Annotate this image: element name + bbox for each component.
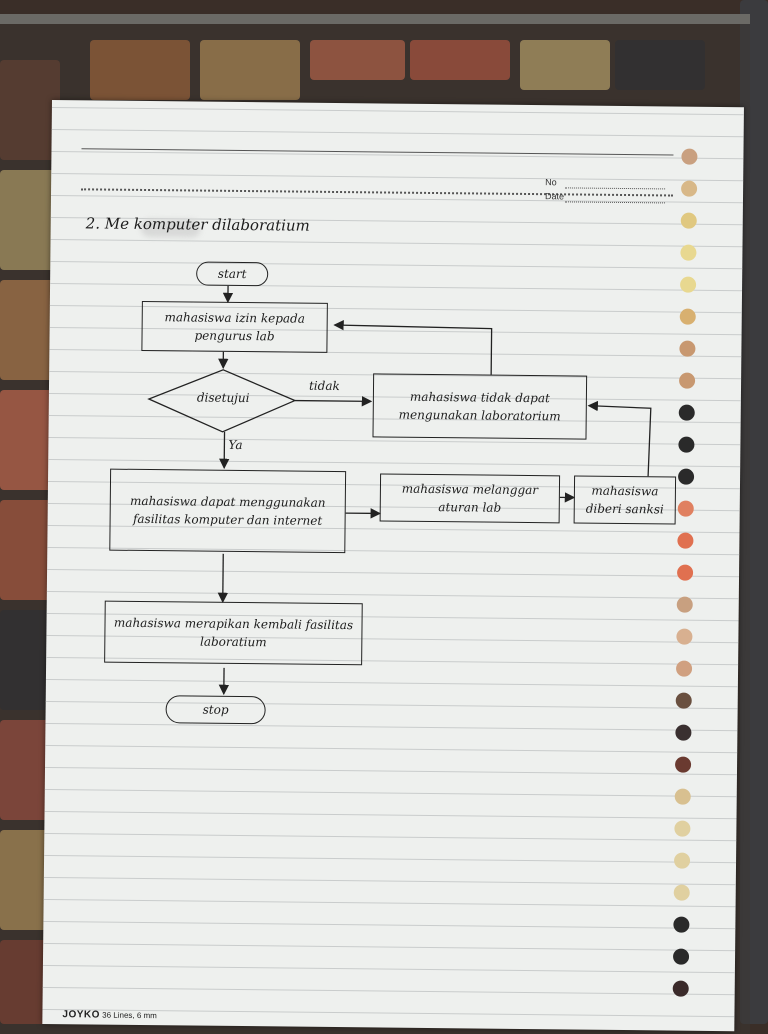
stop-terminal: stop: [165, 695, 265, 724]
use-facilities-box: mahasiswa dapat menggunakan fasilitas ko…: [109, 469, 346, 553]
decision-label: disetujui: [197, 391, 250, 406]
arrow-denied-request: [334, 325, 491, 375]
arrow-decision-denied: [295, 401, 371, 402]
arrow-use-return: [223, 554, 224, 602]
flowchart-connectors: [42, 100, 744, 1031]
sanction-box: mahasiswa diberi sanksi: [574, 475, 676, 524]
brand-logo: JOYKO: [62, 1009, 100, 1020]
return-facilities-box: mahasiswa merapikan kembali fasilitas la…: [104, 601, 363, 666]
start-terminal: start: [196, 262, 268, 287]
notebook-page: No Date 2. Me komputer dilaboratium: [42, 100, 744, 1031]
request-permission-box: mahasiswa izin kepada pengurus lab: [141, 301, 328, 353]
page-footer: JOYKO 36 Lines, 6 mm: [62, 1009, 157, 1021]
no-branch-label: tidak: [309, 379, 340, 393]
arrow-sanction-denied: [588, 406, 651, 477]
yes-branch-label: Ya: [228, 438, 242, 452]
footer-note: 36 Lines, 6 mm: [102, 1011, 157, 1021]
denied-box: mahasiswa tidak dapat mengunakan laborat…: [372, 373, 587, 439]
violate-rules-box: mahasiswa melanggar aturan lab: [380, 473, 560, 523]
